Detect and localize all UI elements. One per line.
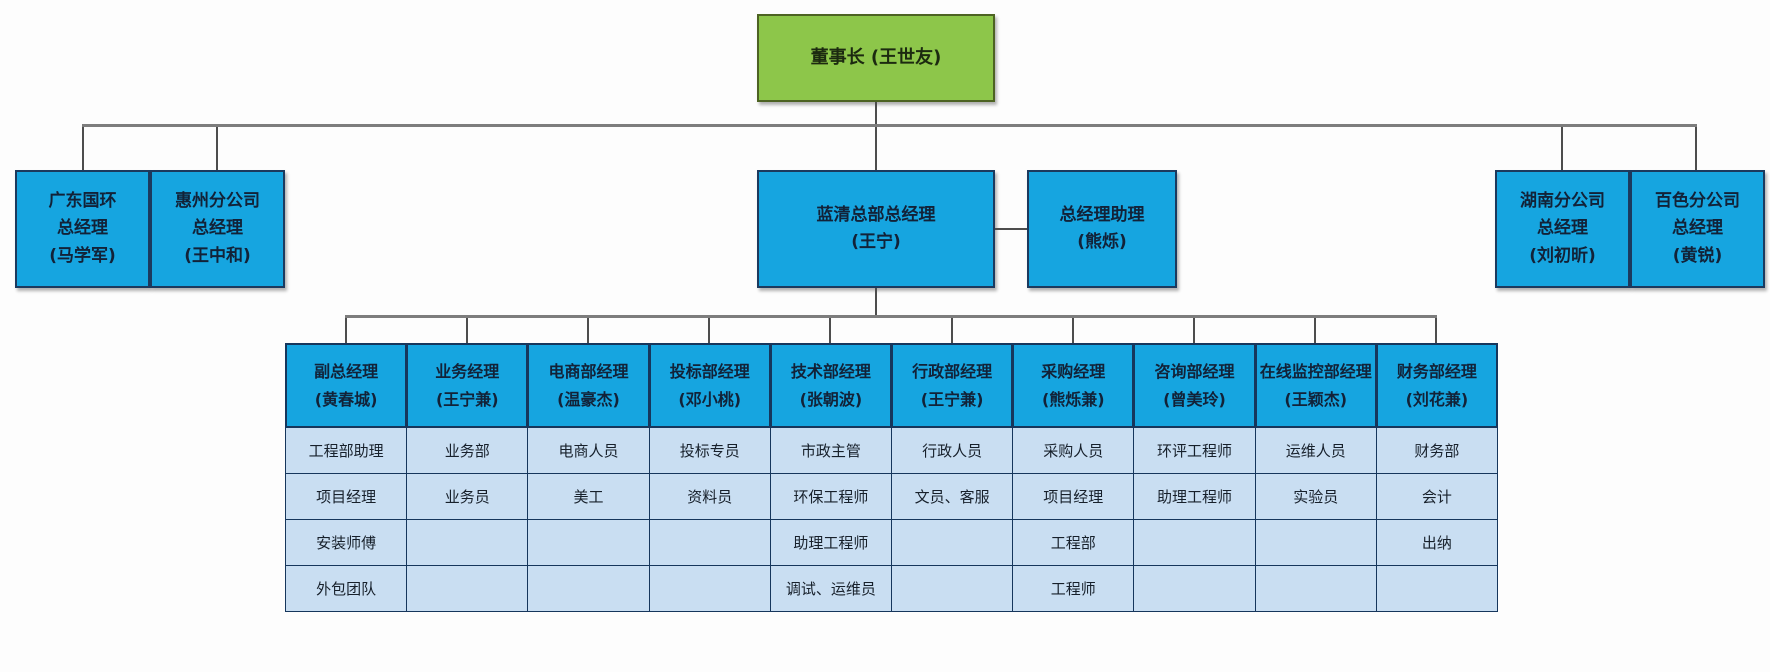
dept-header: 采购经理 (熊烁兼) [1012,343,1135,428]
dept-cell [527,519,650,566]
connector-drop-dept [708,318,710,343]
connector-rail-top [82,124,1697,127]
connector-chairman-down [875,102,877,124]
dept-column-2: 业务经理 (王宁兼) 业务部 业务员 [406,343,529,612]
dept-cell: 工程师 [1012,565,1135,612]
connector-hq-down [875,288,877,315]
dept-cell [890,519,1014,566]
connector-rail-depts [345,315,1437,318]
dept-column-1: 副总经理 (黄春城) 工程部助理 项目经理 安装师傅 外包团队 [285,343,408,612]
departments-table: 副总经理 (黄春城) 工程部助理 项目经理 安装师傅 外包团队 业务经理 (王宁… [285,343,1498,612]
connector-drop-dept [1072,318,1074,343]
dept-cell [1133,519,1256,566]
dept-cell: 调试、运维员 [769,565,892,612]
dept-cell: 美工 [527,473,650,520]
dept-cell: 业务员 [406,473,529,520]
dept-cell: 出纳 [1375,519,1498,566]
connector-drop-dept [345,318,347,343]
dept-cell: 外包团队 [285,565,408,612]
node-chairman: 董事长 (王世友) [757,14,995,102]
dept-cell [648,565,771,612]
dept-header: 副总经理 (黄春城) [285,343,408,428]
node-hunan-gm: 湖南分公司 总经理 (刘初昕) [1495,170,1630,288]
connector-drop [216,127,218,170]
dept-cell [1133,565,1256,612]
dept-header: 财务部经理 (刘花兼) [1375,343,1498,428]
connector-drop-dept [1193,318,1195,343]
dept-cell [406,565,529,612]
dept-cell: 电商人员 [527,427,650,474]
dept-column-4: 投标部经理 (邓小桃) 投标专员 资料员 [648,343,771,612]
dept-cell [648,519,771,566]
dept-header: 投标部经理 (邓小桃) [648,343,771,428]
dept-cell [406,519,529,566]
dept-cell: 行政人员 [890,427,1014,474]
dept-cell: 文员、客服 [890,473,1014,520]
dept-cell: 会计 [1375,473,1498,520]
dept-cell: 运维人员 [1254,427,1377,474]
dept-cell: 采购人员 [1012,427,1135,474]
dept-column-7: 采购经理 (熊烁兼) 采购人员 项目经理 工程部 工程师 [1012,343,1135,612]
connector-drop [1695,127,1697,170]
dept-cell: 项目经理 [285,473,408,520]
node-hq-gm: 蓝清总部总经理 (王宁) [757,170,995,288]
connector-drop-dept [466,318,468,343]
dept-cell: 工程部助理 [285,427,408,474]
dept-cell: 实验员 [1254,473,1377,520]
dept-column-9: 在线监控部经理 (王颖杰) 运维人员 实验员 [1254,343,1377,612]
connector-drop-dept [1435,318,1437,343]
dept-cell: 工程部 [1012,519,1135,566]
connector-drop-dept [1314,318,1316,343]
dept-header: 技术部经理 (张朝波) [769,343,892,428]
dept-cell: 助理工程师 [1133,473,1256,520]
dept-header: 行政部经理 (王宁兼) [890,343,1014,428]
connector-drop [875,127,877,170]
dept-cell [527,565,650,612]
dept-cell [890,565,1014,612]
dept-column-5: 技术部经理 (张朝波) 市政主管 环保工程师 助理工程师 调试、运维员 [769,343,892,612]
connector-drop [82,127,84,170]
dept-cell: 资料员 [648,473,771,520]
node-baise-gm: 百色分公司 总经理 (黄锐) [1630,170,1765,288]
dept-cell: 环保工程师 [769,473,892,520]
dept-cell: 助理工程师 [769,519,892,566]
dept-column-10: 财务部经理 (刘花兼) 财务部 会计 出纳 [1375,343,1498,612]
dept-cell [1254,565,1377,612]
dept-cell [1254,519,1377,566]
dept-header: 业务经理 (王宁兼) [406,343,529,428]
node-huizhou-gm: 惠州分公司 总经理 (王中和) [150,170,285,288]
dept-cell: 环评工程师 [1133,427,1256,474]
node-gm-assistant: 总经理助理 (熊烁) [1027,170,1177,288]
connector-drop-dept [829,318,831,343]
dept-cell [1375,565,1498,612]
connector-hq-assistant [995,228,1027,230]
dept-cell: 市政主管 [769,427,892,474]
dept-cell: 投标专员 [648,427,771,474]
dept-column-6: 行政部经理 (王宁兼) 行政人员 文员、客服 [890,343,1014,612]
dept-cell: 安装师傅 [285,519,408,566]
connector-drop-dept [587,318,589,343]
dept-cell: 财务部 [1375,427,1498,474]
dept-cell: 业务部 [406,427,529,474]
dept-header: 在线监控部经理 (王颖杰) [1254,343,1377,428]
node-guangdong-gm: 广东国环 总经理 (马学军) [15,170,150,288]
dept-cell: 项目经理 [1012,473,1135,520]
dept-column-3: 电商部经理 (温豪杰) 电商人员 美工 [527,343,650,612]
dept-header: 电商部经理 (温豪杰) [527,343,650,428]
connector-drop [1561,127,1563,170]
dept-header: 咨询部经理 (曾美玲) [1133,343,1256,428]
dept-column-8: 咨询部经理 (曾美玲) 环评工程师 助理工程师 [1133,343,1256,612]
connector-drop-dept [951,318,953,343]
